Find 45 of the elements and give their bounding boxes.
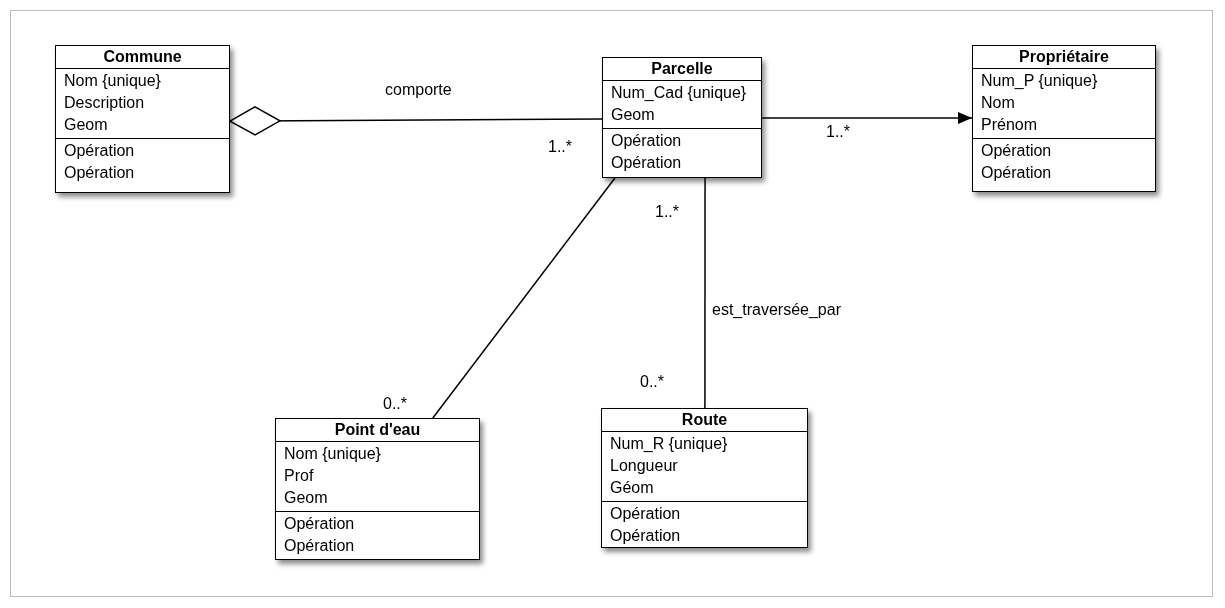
operation-text: Opération [981, 163, 1053, 183]
attribute-text: Geom [64, 115, 109, 135]
class-name: Propriétaire [973, 46, 1155, 69]
operation-text: Opération [64, 163, 136, 183]
class-box [275, 418, 480, 560]
class-name: Parcelle [603, 58, 761, 81]
multiplicity-label: 1..* [548, 137, 572, 157]
arrow [761, 112, 973, 125]
attribute-text: Nom [981, 93, 1016, 113]
operation-text: Opération [64, 141, 136, 161]
operation-text: Opération [610, 504, 682, 524]
attribute-text: Num_P {unique} [981, 71, 1099, 91]
attribute-text: Prof [284, 466, 315, 486]
edge-label: comporte [385, 80, 452, 100]
multiplicity-label: 0..* [383, 394, 407, 414]
aggregation-line [229, 106, 603, 136]
multiplicity-label: 1..* [655, 202, 679, 222]
class-box [601, 408, 808, 548]
class-name: Route [602, 409, 807, 432]
edge-label: est_traversée_par [712, 300, 841, 320]
operation-text: Opération [284, 514, 356, 534]
association-line [704, 177, 706, 409]
multiplicity-label: 0..* [640, 372, 664, 392]
operation-text: Opération [284, 536, 356, 556]
class-box [602, 57, 762, 178]
attribute-text: Géom [610, 478, 655, 498]
attribute-text: Description [64, 93, 146, 113]
attribute-text: Longueur [610, 456, 679, 476]
attribute-text: Prénom [981, 115, 1039, 135]
class-name: Point d'eau [276, 419, 479, 442]
class-box [55, 45, 230, 193]
operation-text: Opération [611, 153, 683, 173]
attribute-text: Geom [284, 488, 329, 508]
association-line [432, 177, 616, 419]
class-name: Commune [56, 46, 229, 69]
attribute-text: Nom {unique} [284, 444, 382, 464]
class-box [972, 45, 1156, 192]
operation-text: Opération [611, 131, 683, 151]
attribute-text: Geom [611, 105, 656, 125]
attribute-text: Num_R {unique} [610, 434, 729, 454]
attribute-text: Num_Cad {unique} [611, 83, 748, 103]
multiplicity-label: 1..* [826, 122, 850, 142]
operation-text: Opération [610, 526, 682, 546]
attribute-text: Nom {unique} [64, 71, 162, 91]
operation-text: Opération [981, 141, 1053, 161]
